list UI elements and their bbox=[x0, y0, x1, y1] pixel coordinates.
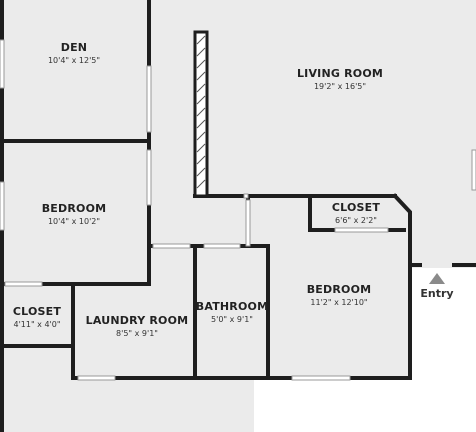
room-dimensions: 11'2" x 12'10" bbox=[310, 298, 367, 307]
room-dimensions: 4'11" x 4'0" bbox=[13, 320, 60, 329]
room-name: CLOSET bbox=[332, 201, 380, 214]
room-dimensions: 8'5" x 9'1" bbox=[116, 329, 158, 338]
window bbox=[0, 39, 5, 89]
window bbox=[334, 227, 389, 233]
room-laundry-room: LAUNDRY ROOM 8'5" x 9'1" bbox=[86, 314, 189, 338]
room-dimensions: 10'4" x 10'2" bbox=[48, 217, 100, 226]
entry-arrow-icon bbox=[429, 273, 445, 284]
hatched-column bbox=[193, 30, 209, 198]
windows bbox=[0, 39, 476, 381]
entry-label: Entry bbox=[420, 287, 453, 300]
room-name: BATHROOM bbox=[196, 300, 268, 313]
window bbox=[0, 181, 5, 231]
room-closet-upper: CLOSET 6'6" x 2'2" bbox=[332, 201, 380, 225]
room-name: BEDROOM bbox=[307, 283, 372, 296]
room-dimensions: 6'6" x 2'2" bbox=[335, 216, 377, 225]
room-name: DEN bbox=[61, 41, 87, 54]
window bbox=[152, 243, 191, 249]
room-living-room: LIVING ROOM 19'2" x 16'5" bbox=[297, 67, 383, 91]
room-dimensions: 10'4" x 12'5" bbox=[48, 56, 100, 65]
window bbox=[203, 243, 241, 249]
window bbox=[146, 149, 152, 206]
room-den: DEN 10'4" x 12'5" bbox=[48, 41, 100, 65]
room-name: LIVING ROOM bbox=[297, 67, 383, 80]
window bbox=[291, 375, 351, 381]
room-dimensions: 19'2" x 16'5" bbox=[314, 82, 366, 91]
room-name: LAUNDRY ROOM bbox=[86, 314, 189, 327]
room-name: BEDROOM bbox=[42, 202, 107, 215]
room-bedroom-left: BEDROOM 10'4" x 10'2" bbox=[42, 202, 107, 226]
window bbox=[146, 65, 152, 133]
room-dimensions: 5'0" x 9'1" bbox=[211, 315, 253, 324]
room-bathroom: BATHROOM 5'0" x 9'1" bbox=[196, 300, 268, 324]
window bbox=[4, 281, 43, 287]
window bbox=[243, 193, 249, 199]
window bbox=[77, 375, 116, 381]
window bbox=[471, 149, 476, 191]
window bbox=[245, 199, 251, 247]
room-name: CLOSET bbox=[13, 305, 61, 318]
room-closet-lower: CLOSET 4'11" x 4'0" bbox=[13, 305, 61, 329]
room-bedroom-right: BEDROOM 11'2" x 12'10" bbox=[307, 283, 372, 307]
entry-marker: Entry bbox=[420, 273, 454, 300]
